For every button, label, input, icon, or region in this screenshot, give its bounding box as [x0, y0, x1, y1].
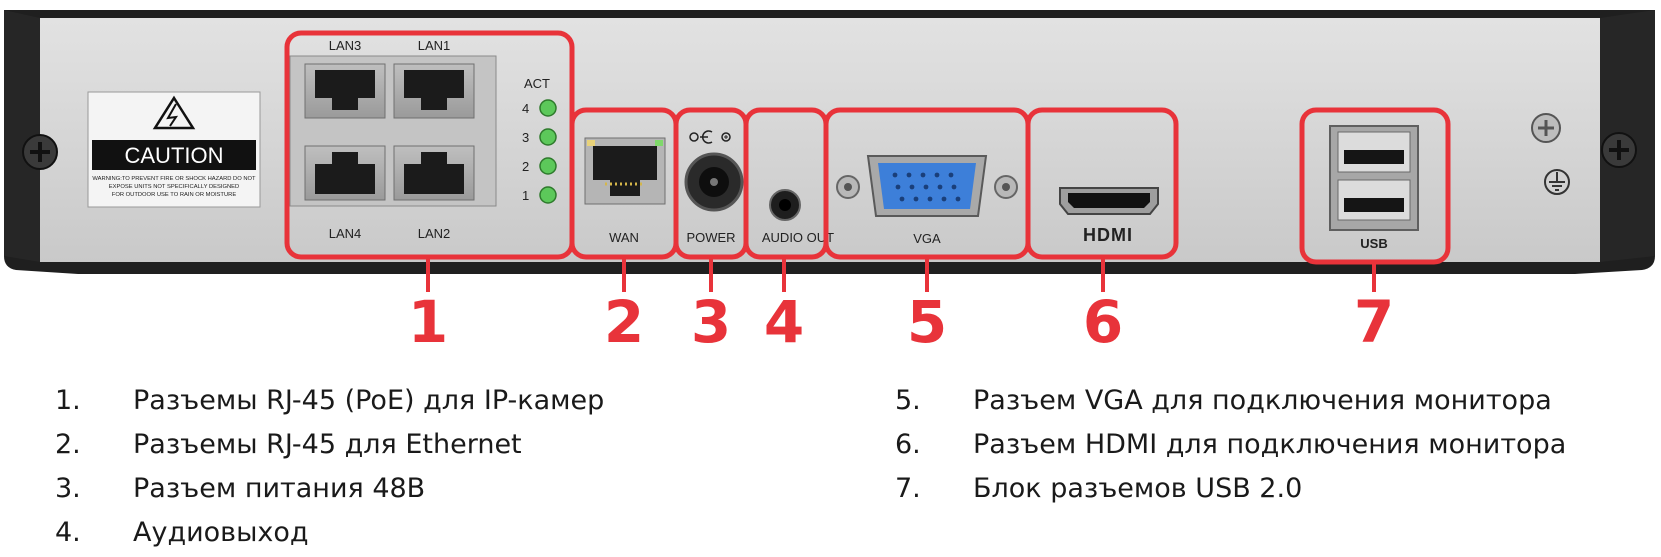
- port-label-lan3: LAN3: [329, 38, 362, 53]
- callout-number: 6: [1083, 288, 1123, 356]
- dc-power-jack: [684, 152, 744, 212]
- callout-number: 5: [907, 288, 947, 356]
- port-label-vga: VGA: [913, 231, 941, 246]
- port-label-power: POWER: [686, 230, 735, 245]
- lan-poe-ports: [289, 55, 497, 207]
- led-number: 1: [522, 188, 529, 203]
- caution-sticker: CAUTION WARNING:TO PREVENT FIRE OR SHOCK…: [87, 91, 261, 208]
- legend-left: 1. Разъемы RJ-45 (PoE) для IP-камер 2. Р…: [55, 385, 775, 555]
- callout-number: 7: [1354, 288, 1394, 356]
- led-indicator: [539, 157, 557, 175]
- port-label-lan2: LAN2: [418, 226, 451, 241]
- hdmi-port: [1059, 187, 1159, 215]
- led-indicator: [539, 186, 557, 204]
- rj45-port-lan1: [393, 63, 475, 119]
- led-indicator: [539, 128, 557, 146]
- hdmi-logo: HDMI: [1083, 225, 1133, 245]
- screw-right: [1601, 132, 1637, 168]
- usb-ports: [1329, 125, 1419, 231]
- callout-group-7: 7: [1299, 107, 1451, 356]
- port-label-wan: WAN: [609, 230, 639, 245]
- legend-number: 6.: [895, 429, 921, 460]
- dc-polarity-icon: [689, 130, 731, 144]
- port-label-usb: USB: [1360, 236, 1387, 251]
- callout-number: 1: [408, 288, 448, 356]
- legend-number: 7.: [895, 473, 921, 504]
- caution-warning-line: EXPOSE UNITS NOT SPECIFICALLY DESIGNED: [109, 184, 239, 190]
- callout-number: 4: [764, 288, 804, 356]
- legend-number: 1.: [55, 385, 81, 416]
- legend-text: Разъем питания 48В: [133, 473, 426, 504]
- legend-number: 3.: [55, 473, 81, 504]
- callout-group-5: 5: [823, 107, 1031, 356]
- caution-title: CAUTION: [125, 143, 224, 168]
- led-number: 3: [522, 130, 529, 145]
- caution-warning-line: FOR OUTDOOR USE TO RAIN OR MOISTURE: [112, 192, 237, 198]
- legend-number: 2.: [55, 429, 81, 460]
- callout-group-6: 6: [1025, 107, 1179, 356]
- rj45-port-wan: [584, 137, 666, 205]
- legend-number: 4.: [55, 517, 81, 548]
- led-number: 4: [522, 101, 529, 116]
- port-label-lan1: LAN1: [418, 38, 451, 53]
- screw-left: [22, 134, 58, 170]
- legend-text: Разъем VGA для подключения монитора: [973, 385, 1552, 416]
- rj45-port-lan2: [393, 145, 475, 201]
- legend-text: Блок разъемов USB 2.0: [973, 473, 1303, 504]
- caution-warning-line: WARNING:TO PREVENT FIRE OR SHOCK HAZARD …: [92, 176, 256, 182]
- act-leds: 4 3 2 1: [522, 99, 557, 204]
- audio-out-jack: [769, 189, 801, 221]
- port-label-lan4: LAN4: [329, 226, 362, 241]
- callout-number: 3: [691, 288, 731, 356]
- vga-port: [836, 155, 1018, 217]
- act-label: ACT: [524, 76, 550, 91]
- led-number: 2: [522, 159, 529, 174]
- ground-icon: [1544, 169, 1570, 195]
- legend-text: Разъемы RJ-45 для Ethernet: [133, 429, 522, 460]
- rj45-port-lan3: [304, 63, 386, 119]
- legend-number: 5.: [895, 385, 921, 416]
- rj45-port-lan4: [304, 145, 386, 201]
- led-indicator: [539, 99, 557, 117]
- high-voltage-warning-icon: [152, 95, 196, 130]
- legend-text: Разъем HDMI для подключения монитора: [973, 429, 1567, 460]
- legend-right: 5. Разъем VGA для подключения монитора 6…: [895, 385, 1655, 515]
- legend-text: Разъемы RJ-45 (PoE) для IP-камер: [133, 385, 605, 416]
- port-label-audio-out: AUDIO OUT: [762, 230, 834, 245]
- callout-number: 2: [604, 288, 644, 356]
- legend-text: Аудиовыход: [133, 517, 309, 548]
- screw-ground: [1531, 113, 1561, 143]
- callout-group-1: 1: [284, 30, 575, 356]
